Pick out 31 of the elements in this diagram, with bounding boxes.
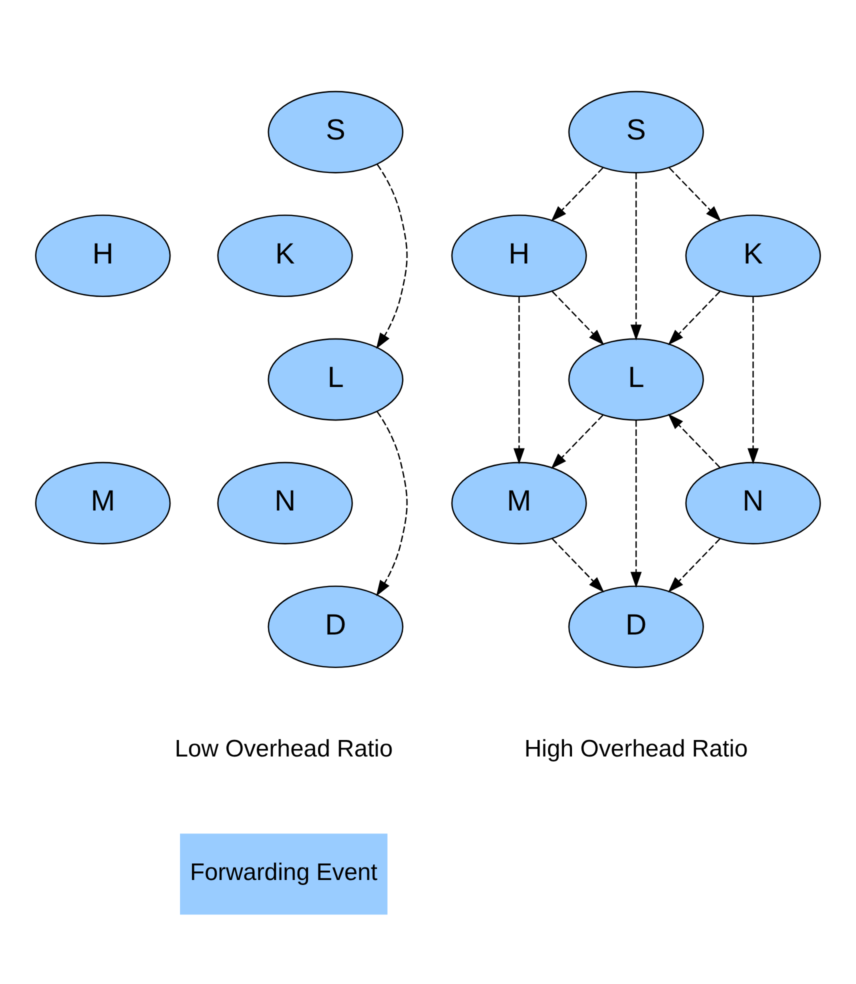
arrow <box>514 296 525 464</box>
arrow <box>552 538 604 592</box>
arrow <box>668 538 720 592</box>
arrow <box>552 290 604 345</box>
node-ellipse: D <box>268 585 404 668</box>
arrow <box>550 166 604 221</box>
arrow <box>376 410 408 596</box>
label: Low Overhead Ratio <box>174 734 393 762</box>
node-ellipse: H <box>451 214 587 297</box>
arrow <box>376 164 408 348</box>
node-ellipse: K <box>217 214 353 297</box>
arrow <box>668 166 722 221</box>
node-ellipse: S <box>568 90 704 173</box>
node-ellipse: L <box>268 338 404 420</box>
label: High Overhead Ratio <box>524 734 748 762</box>
arrow <box>668 413 720 468</box>
node-ellipse: D <box>568 585 704 668</box>
node-ellipse: H <box>35 214 171 297</box>
arrow <box>630 172 642 340</box>
legend-label: Forwarding Event <box>190 858 378 886</box>
node-ellipse: N <box>217 461 353 544</box>
arrow <box>748 296 759 464</box>
node-ellipse: M <box>451 461 587 544</box>
arrow <box>668 290 720 345</box>
node-ellipse: N <box>685 461 821 544</box>
arrow <box>630 420 642 588</box>
arrow <box>550 414 604 468</box>
node-ellipse: M <box>35 461 171 544</box>
node-ellipse: K <box>685 214 821 297</box>
node-ellipse: S <box>268 90 404 173</box>
node-ellipse: L <box>568 338 704 420</box>
